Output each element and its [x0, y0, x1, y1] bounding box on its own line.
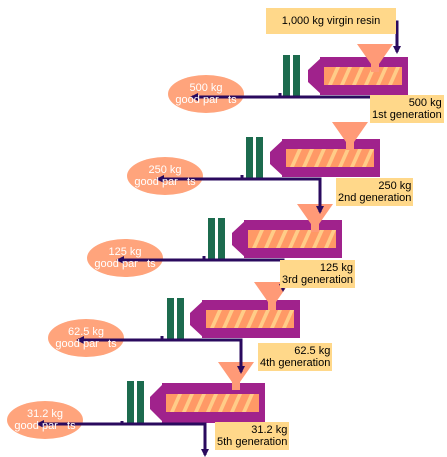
screw-flight — [350, 149, 362, 167]
clamp-plate — [283, 55, 290, 97]
nozzle — [270, 139, 284, 177]
nozzle — [232, 220, 246, 258]
regrind-arrow — [242, 177, 324, 214]
good-parts-weight: 62.5 kg — [67, 326, 105, 338]
screw-flight — [270, 310, 282, 328]
hopper — [357, 44, 393, 72]
screw-flight — [222, 310, 234, 328]
screw-flight — [210, 310, 222, 328]
virgin-resin-label: 1,000 kg virgin resin — [266, 8, 396, 34]
regrind-generation: 5th generation — [217, 436, 288, 448]
good-parts-oval — [127, 157, 203, 195]
regrind-weight: 62.5 kg — [294, 345, 331, 357]
good-parts-label: good par ts — [94, 258, 156, 270]
screw-flight — [338, 149, 350, 167]
regrind-generation: 4th generation — [260, 357, 331, 369]
screw-flight — [300, 230, 312, 248]
screw-flight — [340, 67, 352, 85]
nozzle — [308, 57, 322, 95]
screw-flight — [388, 67, 400, 85]
clamp-plate — [293, 55, 300, 97]
good-parts-weight: 250 kg — [148, 164, 182, 176]
clamp-plate — [137, 381, 144, 425]
good-parts-weight: 125 kg — [108, 246, 142, 258]
clamp-plate — [127, 381, 134, 425]
good-parts-label: good par ts — [175, 94, 237, 106]
regrind-weight: 31.2 kg — [251, 424, 288, 436]
screw-flight — [218, 394, 230, 412]
regrind-generation: 2nd generation — [338, 192, 412, 204]
machine-stage-5 — [127, 362, 265, 425]
clamp-plate — [246, 137, 253, 179]
screw-flight — [242, 394, 254, 412]
screw-flight — [264, 230, 276, 248]
nozzle — [190, 300, 204, 338]
screw-flight — [290, 149, 302, 167]
machine-stage-2 — [246, 122, 380, 179]
regrind-weight: 125 kg — [319, 262, 353, 274]
nozzle — [150, 383, 164, 423]
screw-flight — [376, 67, 388, 85]
good-parts-label: good par ts — [14, 420, 76, 432]
screw-flight — [170, 394, 182, 412]
regrind-generation: 3rd generation — [282, 274, 353, 286]
screw-flight — [182, 394, 194, 412]
hopper — [297, 204, 333, 232]
screw-flight — [234, 310, 246, 328]
regrind-generation: 1st generation — [372, 109, 442, 121]
machine-stage-1 — [283, 44, 408, 97]
screw-flight — [276, 230, 288, 248]
good-parts-oval — [7, 401, 83, 439]
good-parts-weight: 500 kg — [189, 82, 223, 94]
regrind-arrow — [162, 338, 245, 374]
machine-stage-3 — [208, 204, 342, 260]
machine-stage-4 — [167, 282, 300, 340]
screw-flight — [288, 230, 300, 248]
good-parts-weight: 31.2 kg — [26, 408, 64, 420]
screw-flight — [326, 149, 338, 167]
screw-flight — [258, 310, 270, 328]
regrind-weight: 500 kg — [408, 97, 442, 109]
good-parts-label: good par ts — [55, 338, 117, 350]
screw-flight — [246, 310, 258, 328]
regrind-weight: 250 kg — [378, 180, 412, 192]
clamp-plate — [177, 298, 184, 340]
screw-flight — [362, 149, 374, 167]
screw-flight — [352, 67, 364, 85]
clamp-plate — [208, 218, 215, 260]
clamp-plate — [167, 298, 174, 340]
good-parts-oval — [87, 239, 163, 277]
clamp-plate — [256, 137, 263, 179]
hopper — [218, 362, 254, 390]
screw-flight — [302, 149, 314, 167]
screw-flight — [314, 149, 326, 167]
screw-flight — [312, 230, 324, 248]
good-parts-label: good par ts — [134, 176, 196, 188]
good-parts-oval — [168, 75, 244, 113]
screw-flight — [328, 67, 340, 85]
regrind-arrow — [122, 422, 209, 457]
screw-flight — [230, 394, 242, 412]
good-parts-oval — [48, 319, 124, 357]
screw-flight — [252, 230, 264, 248]
clamp-plate — [218, 218, 225, 260]
screw-flight — [206, 394, 218, 412]
hopper — [332, 122, 368, 150]
screw-flight — [282, 310, 294, 328]
screw-flight — [324, 230, 336, 248]
screw-flight — [194, 394, 206, 412]
